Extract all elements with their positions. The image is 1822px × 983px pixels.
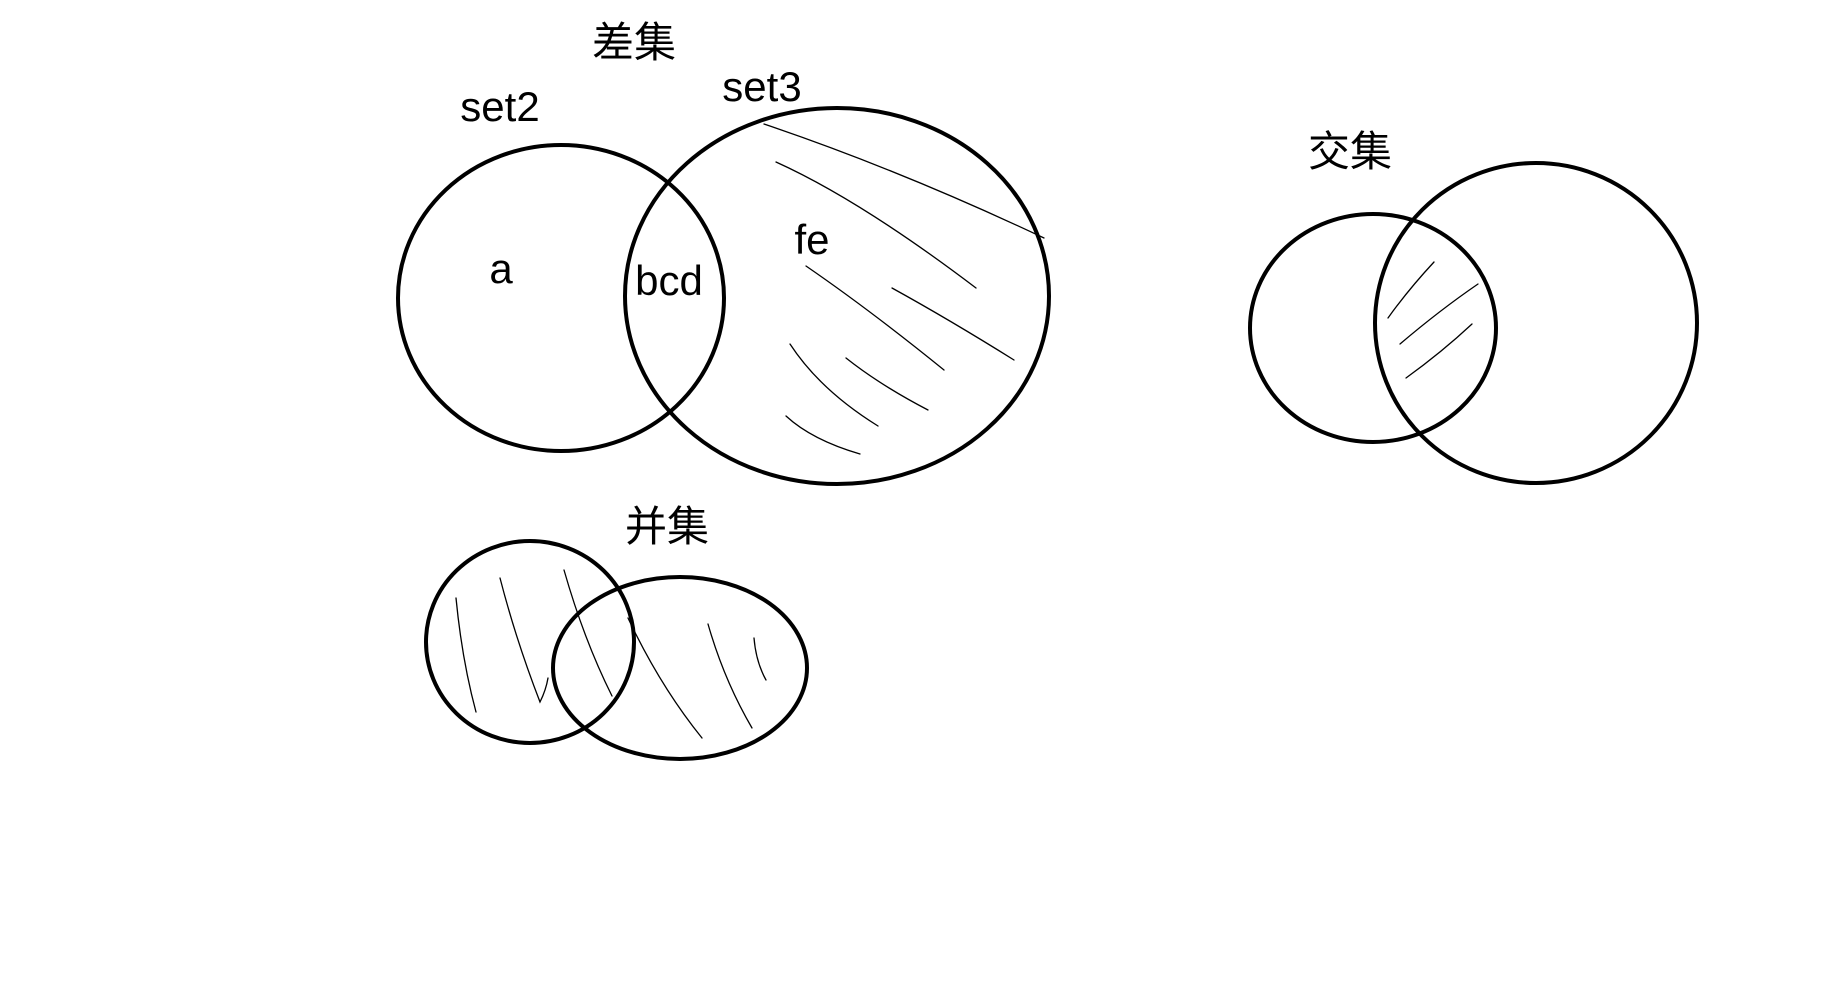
left-only-elements: a	[489, 245, 513, 292]
intersection-title: 交集	[1308, 128, 1392, 175]
union-right-circle	[551, 575, 809, 761]
set3-circle	[623, 106, 1051, 486]
intersection-left-circle	[1248, 212, 1498, 444]
set2-label: set2	[460, 83, 539, 130]
set3-label: set3	[722, 63, 801, 110]
union-left-circle	[424, 539, 636, 745]
set2-circle	[396, 143, 726, 453]
union-title: 并集	[625, 503, 709, 550]
intersection-right-circle	[1373, 161, 1699, 485]
union-hatching	[455, 569, 767, 739]
difference-diagram: 差集 set2 set3 a bcd fe	[396, 19, 1051, 486]
intersection-hatching	[1387, 261, 1479, 379]
right-only-elements: fe	[794, 216, 829, 263]
set3-only-hatching	[763, 123, 1045, 455]
intersection-diagram: 交集	[1248, 128, 1699, 485]
difference-title: 差集	[592, 19, 676, 66]
overlap-elements: bcd	[635, 257, 703, 304]
union-diagram: 并集	[424, 503, 809, 761]
